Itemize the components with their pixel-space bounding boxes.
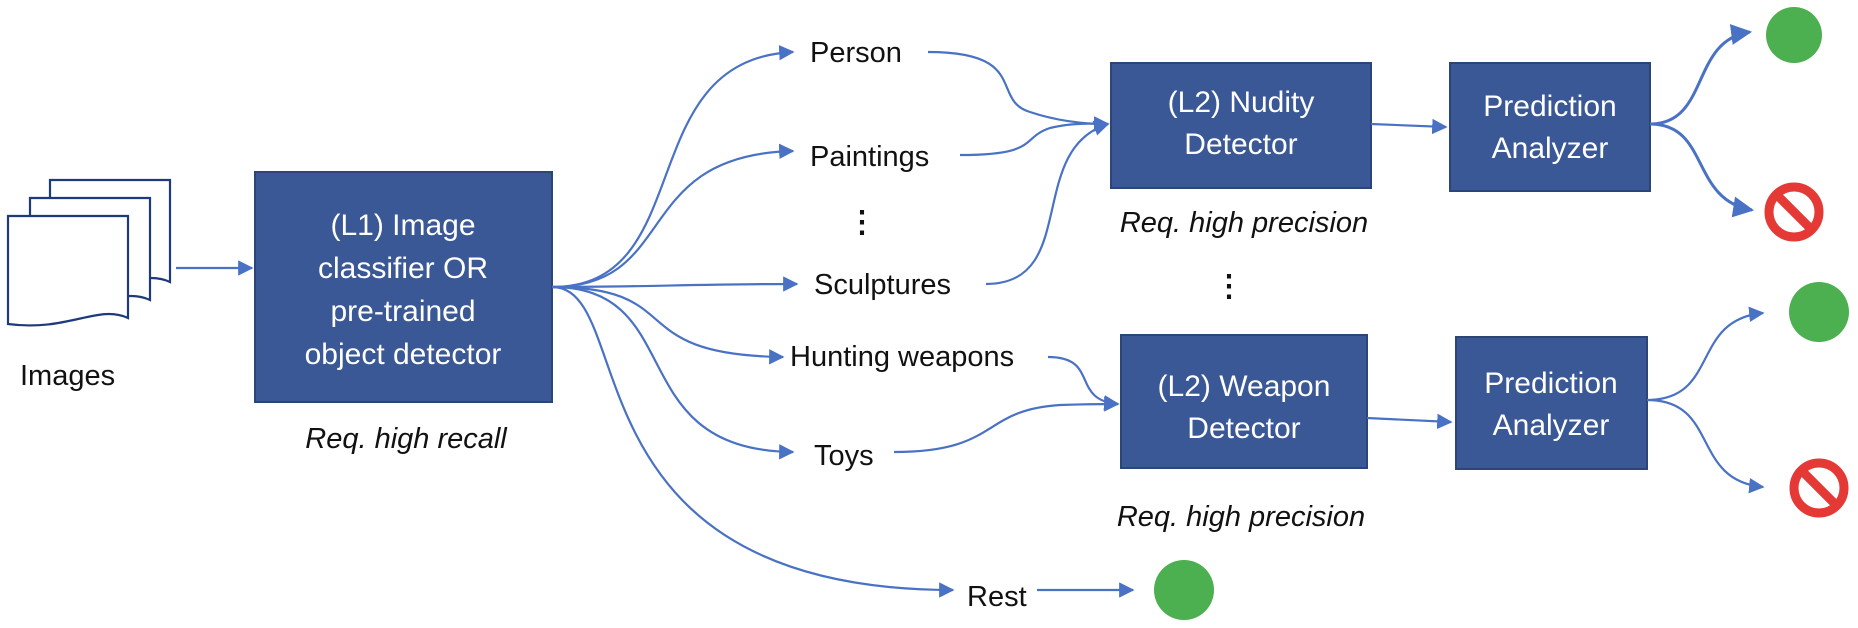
- category-rest: Rest: [967, 581, 1027, 613]
- weapon-input-edges: [893, 355, 1120, 454]
- category-paintings: Paintings: [810, 141, 929, 173]
- category-sculptures: Sculptures: [814, 269, 951, 301]
- category-person: Person: [810, 37, 902, 69]
- images-label: Images: [20, 360, 115, 392]
- images-stack-icon: [6, 178, 172, 327]
- l1-line-4: object detector: [305, 338, 502, 371]
- prediction-analyzer-bottom-box: Prediction Analyzer: [1455, 336, 1648, 470]
- nudity-line-2: Detector: [1184, 128, 1297, 161]
- allow-top-icon: [1766, 7, 1822, 63]
- analyzer-bottom-line-2: Analyzer: [1493, 409, 1610, 442]
- edge-analyzer-top-block: [1649, 122, 1755, 218]
- edge-l1-paintings: [551, 143, 795, 289]
- edge-nudity-analyzer: [1370, 118, 1448, 135]
- edge-l1-hunting: [551, 285, 785, 365]
- analyzer-top-line-1: Prediction: [1483, 90, 1616, 123]
- weapon-note: Req. high precision: [1117, 501, 1365, 533]
- analyzer-bottom-line-1: Prediction: [1484, 367, 1617, 400]
- edge-l1-sculptures: [551, 276, 799, 292]
- allow-bottom-icon: [1789, 282, 1849, 342]
- edge-l1-rest: [551, 285, 955, 598]
- category-toys: Toys: [814, 440, 874, 472]
- l1-line-3: pre-trained: [330, 295, 475, 328]
- l1-classifier-box: (L1) Image classifier OR pre-trained obj…: [254, 171, 553, 403]
- l1-fanout-edges: [551, 45, 955, 598]
- l2-weapon-detector-box: (L2) Weapon Detector: [1120, 334, 1368, 469]
- allow-rest-icon: [1154, 560, 1214, 620]
- nudity-line-1: (L2) Nudity: [1168, 86, 1315, 119]
- detector-ellipsis: ⋮: [1214, 270, 1244, 303]
- l1-line-1: (L1) Image: [330, 209, 475, 242]
- edge-sculptures-nudity: [985, 120, 1110, 286]
- category-ellipsis: ⋮: [847, 206, 877, 239]
- edge-l1-toys: [551, 285, 795, 460]
- weapon-line-1: (L2) Weapon: [1158, 370, 1331, 403]
- edge-l1-person: [551, 45, 795, 289]
- prohibited-bottom-icon: [1789, 458, 1849, 518]
- weapon-line-2: Detector: [1187, 412, 1300, 445]
- edge-person-nudity: [927, 50, 1110, 132]
- nudity-note: Req. high precision: [1120, 207, 1368, 239]
- edge-weapon-analyzer: [1366, 413, 1453, 430]
- edge-paintings-nudity: [959, 116, 1110, 157]
- prediction-analyzer-top-box: Prediction Analyzer: [1449, 62, 1651, 192]
- edge-analyzer-bottom-block: [1646, 398, 1765, 494]
- edge-toys-weapon: [893, 396, 1120, 454]
- l1-note: Req. high recall: [305, 423, 508, 455]
- l2-nudity-detector-box: (L2) Nudity Detector: [1110, 62, 1372, 189]
- analyzer-top-line-2: Analyzer: [1492, 132, 1609, 165]
- edge-analyzer-bottom-allow: [1646, 306, 1765, 402]
- l1-line-2: classifier OR: [318, 252, 488, 285]
- prohibited-top-icon: [1764, 182, 1824, 242]
- edge-analyzer-top-allow: [1649, 24, 1753, 126]
- nudity-input-edges: [927, 50, 1110, 286]
- category-hunting-weapons: Hunting weapons: [790, 341, 1014, 373]
- edge-hunting-weapon: [1047, 355, 1120, 411]
